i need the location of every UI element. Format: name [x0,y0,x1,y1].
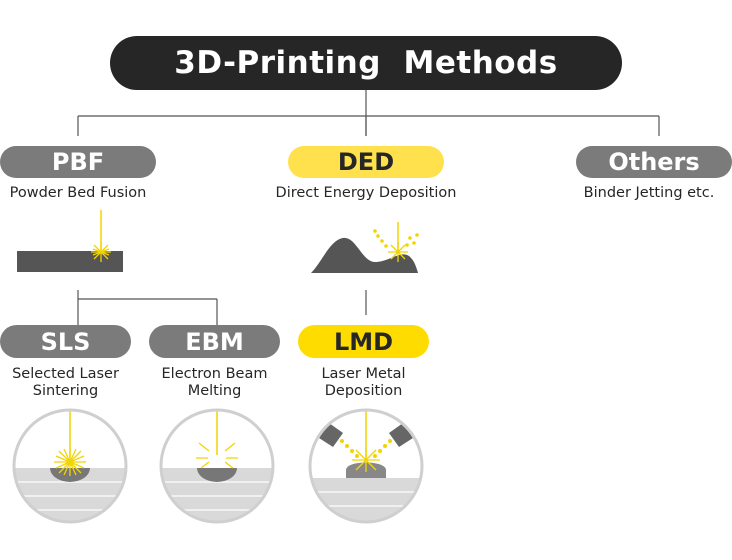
category-ded-description: Direct Energy Deposition [275,185,457,201]
subtype-sls: SLS [0,325,131,358]
diagram-title: 3D-Printing Methods [110,36,622,90]
sls-illustration [12,408,128,524]
subtype-ebm-description: Electron Beam Melting [149,366,280,400]
ebm-illustration [159,408,275,524]
ded-illustration [311,222,419,273]
category-pbf-description: Powder Bed Fusion [9,185,147,201]
subtype-ebm-description-line1: Electron Beam [161,366,268,382]
subtype-sls-description-line2: Sintering [32,383,99,399]
subtype-sls-description-line1: Selected Laser [12,366,119,382]
subtype-lmd-description-line2: Deposition [324,383,403,399]
connector-lines [77,90,660,325]
subtype-sls-description: Selected Laser Sintering [0,366,131,400]
subtype-ebm: EBM [149,325,280,358]
subtype-lmd: LMD [298,325,429,358]
subtype-lmd-description: Laser Metal Deposition [298,366,429,400]
category-others: Others [576,146,732,178]
category-pbf: PBF [0,146,156,178]
subtype-ebm-description-line2: Melting [187,383,242,399]
lmd-illustration [308,408,424,524]
pbf-illustration [17,210,123,272]
category-others-description: Binder Jetting etc. [583,185,715,201]
subtype-lmd-description-line1: Laser Metal [321,366,406,382]
category-ded: DED [288,146,444,178]
